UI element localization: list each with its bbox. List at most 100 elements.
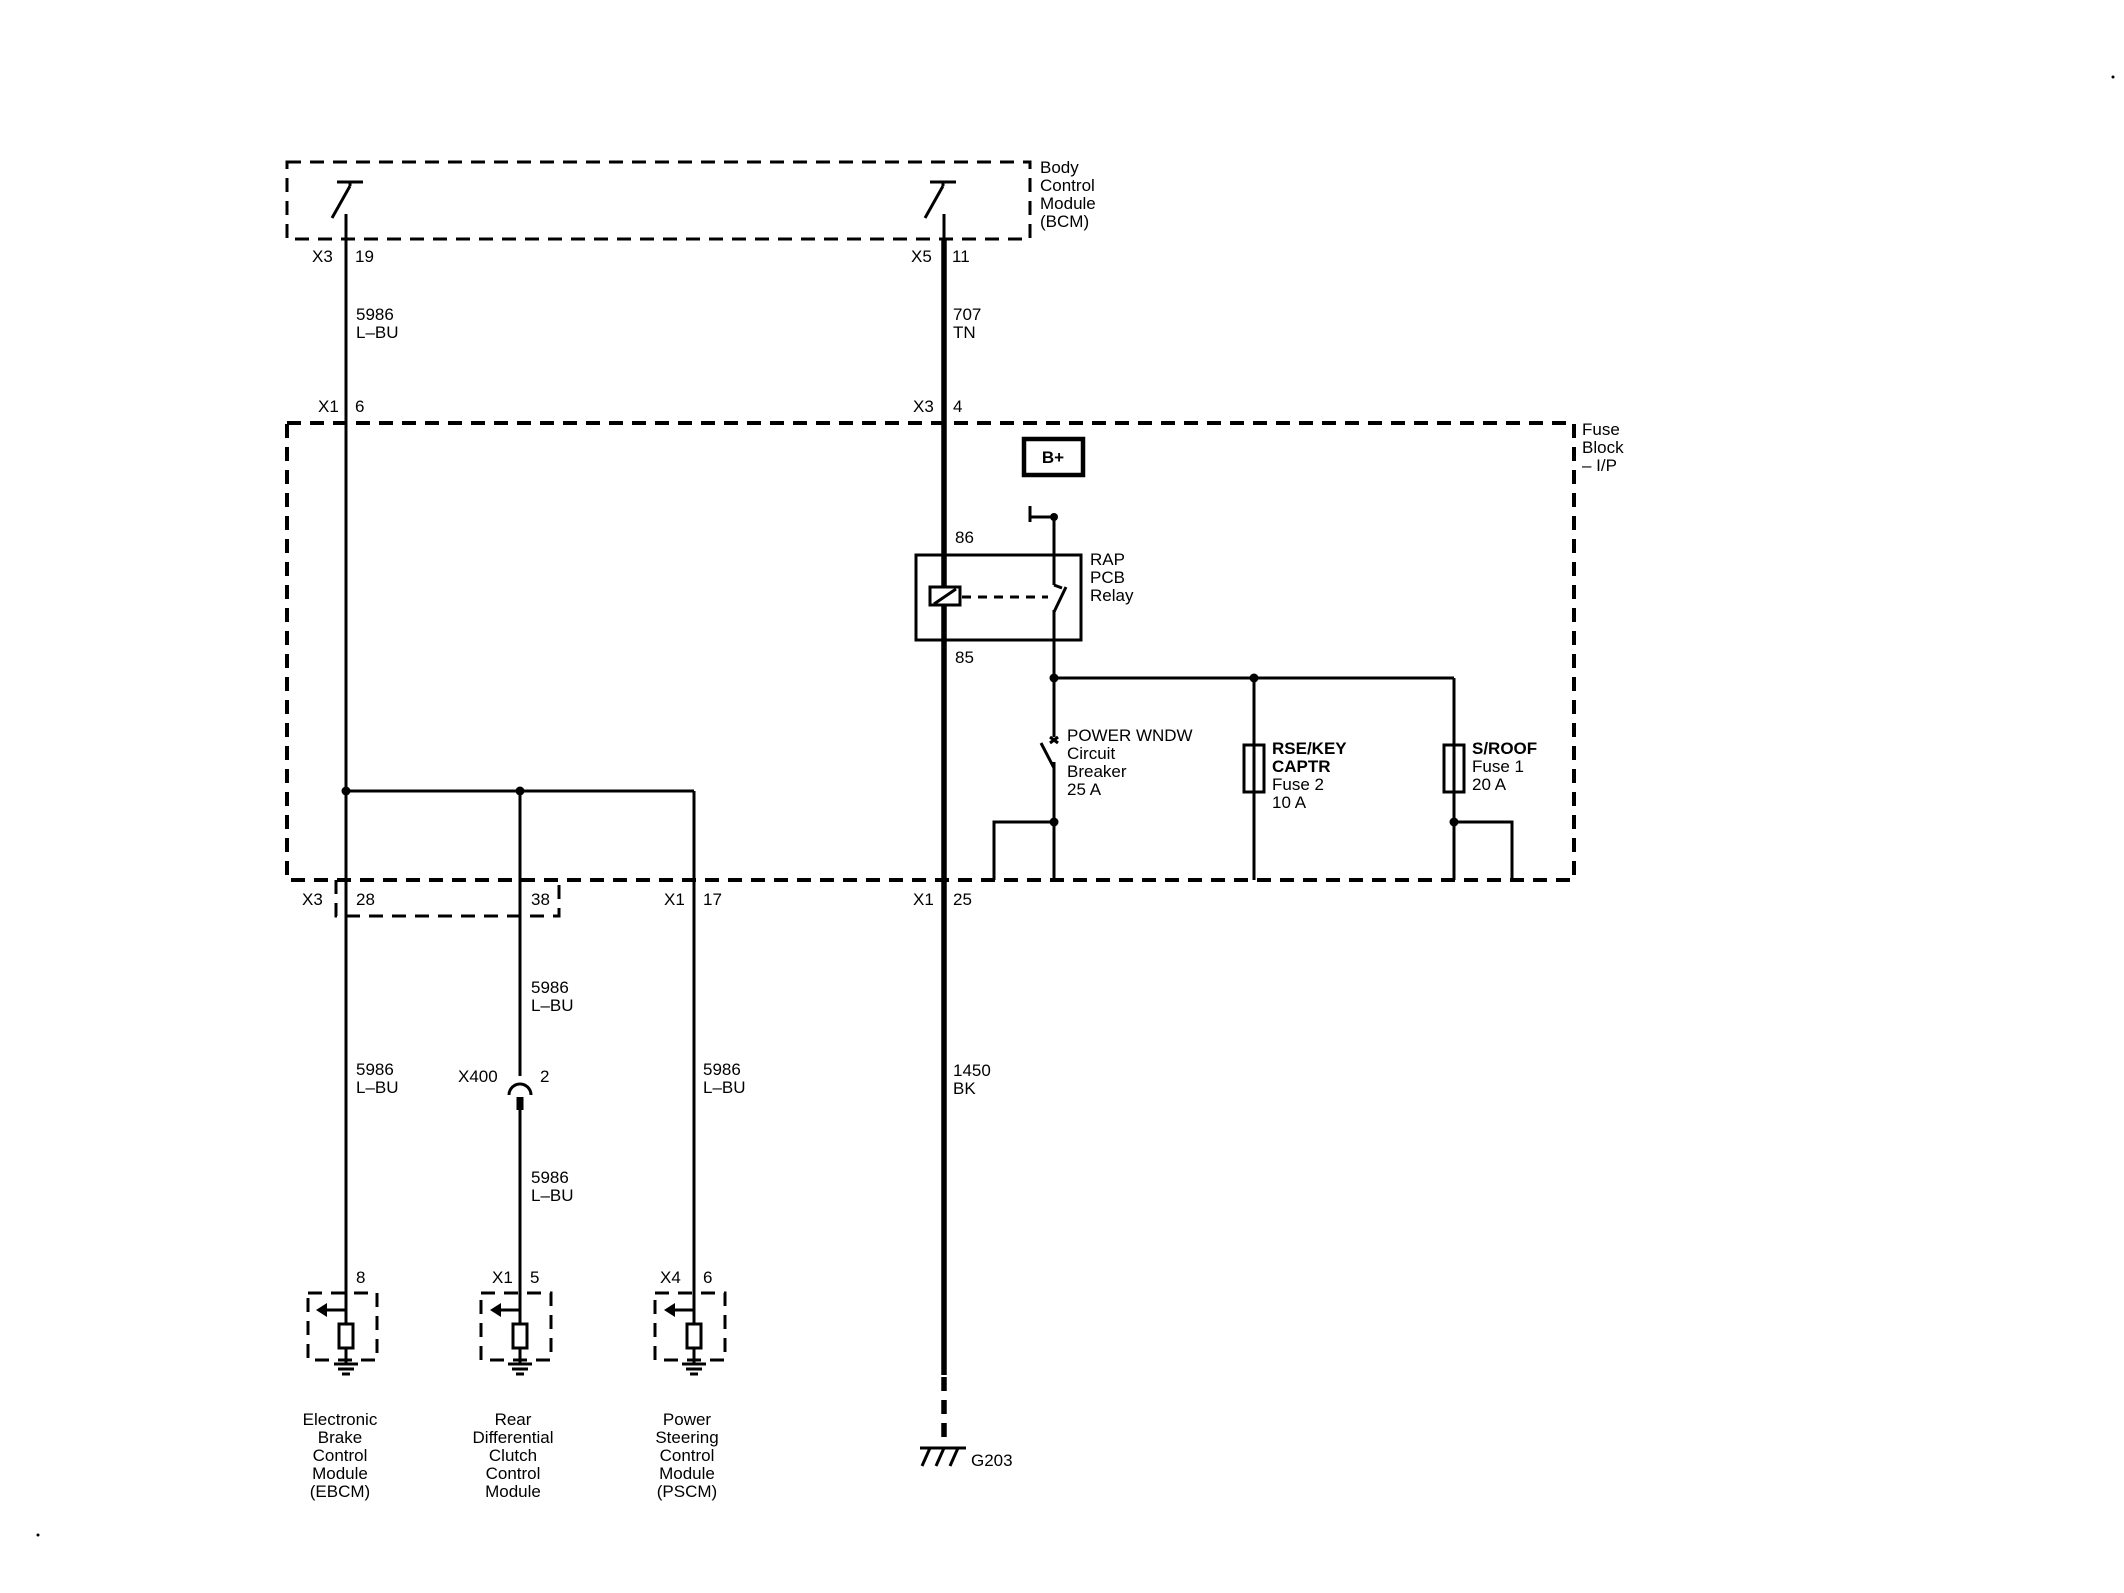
x3-connector-box [334,880,561,918]
splice-dot [341,786,351,796]
pin-label: 19 [355,247,374,266]
corner-mark [36,1533,40,1537]
svg-text:CAPTR: CAPTR [1272,757,1331,776]
bcm-label: Body Control Module (BCM) [1040,158,1096,231]
wire-label: BK [953,1079,976,1098]
pin-label: 38 [531,890,550,909]
svg-text:Module: Module [312,1464,368,1483]
svg-text:Fuse 2: Fuse 2 [1272,775,1324,794]
connector-label: X1 [664,890,685,909]
svg-text:Breaker: Breaker [1067,762,1127,781]
svg-text:Control: Control [1040,176,1095,195]
pin-label: 11 [952,247,970,266]
svg-text:Electronic: Electronic [303,1410,378,1429]
fuse-icon [1442,743,1466,794]
svg-text:10 A: 10 A [1272,793,1307,812]
svg-text:RSE/KEY: RSE/KEY [1272,739,1347,758]
svg-text:Clutch: Clutch [489,1446,537,1465]
ground-icon [920,1446,966,1467]
splice-dot [1050,513,1058,521]
breaker-jumper [992,820,1054,880]
svg-text:Steering: Steering [655,1428,718,1447]
relay-switch-icon [1052,583,1068,613]
svg-text:Rear: Rear [495,1410,532,1429]
svg-text:RAP: RAP [1090,550,1125,569]
module-input-icon [490,1288,532,1376]
pscm-module-box [653,1291,727,1362]
svg-text:(EBCM): (EBCM) [310,1482,370,1501]
module-input-icon [664,1288,706,1376]
svg-text:Differential: Differential [473,1428,554,1447]
relay-coil-icon [928,585,962,607]
svg-text:Control: Control [486,1464,541,1483]
wire-label: 1450 [953,1061,991,1080]
fuse-icon [1242,743,1266,794]
connector-label: X1 [318,397,339,416]
fuse-block-label: Fuse Block – I/P [1582,420,1624,475]
wire-label: 5986 [531,1168,569,1187]
wire-label: TN [953,323,976,342]
connector-label: X4 [660,1268,681,1287]
corner-mark [2111,75,2115,79]
wire-label: L–BU [356,1078,399,1097]
connector-label: X1 [913,890,934,909]
module-input-icon [316,1288,358,1376]
relay-label: RAP PCB Relay [1090,550,1134,605]
breaker-label: POWER WNDW Circuit Breaker 25 A [1067,726,1193,799]
inline-connector-icon [507,1082,533,1110]
connector-label: X3 [312,247,333,266]
pin-label: 17 [703,890,722,909]
svg-text:Circuit: Circuit [1067,744,1115,763]
fuse2-label: RSE/KEY CAPTR Fuse 2 10 A [1272,739,1347,812]
pin-label: 6 [355,397,364,416]
fuse1-label: S/ROOF Fuse 1 20 A [1472,739,1537,794]
pin-label: 5 [530,1268,539,1287]
bplus-label: B+ [1042,448,1064,467]
svg-text:Block: Block [1582,438,1624,457]
svg-text:– I/P: – I/P [1582,456,1617,475]
svg-text:Brake: Brake [318,1428,362,1447]
bcm-switch-icon [330,180,363,239]
wire-label: 5986 [531,978,569,997]
ebcm-module-label: Electronic Brake Control Module (EBCM) [303,1410,378,1501]
pin-label: 4 [953,397,962,416]
svg-text:Control: Control [660,1446,715,1465]
relay-box [914,553,1083,642]
rdccm-module-box [479,1291,553,1362]
connector-label: X5 [911,247,932,266]
relay-pin-label: 85 [955,648,974,667]
pscm-module-label: Power Steering Control Module (PSCM) [655,1410,718,1501]
wire-label: L–BU [356,323,399,342]
svg-text:Relay: Relay [1090,586,1134,605]
svg-text:Power: Power [663,1410,712,1429]
wire-label: 5986 [356,305,394,324]
svg-text:Control: Control [313,1446,368,1465]
svg-text:S/ROOF: S/ROOF [1472,739,1537,758]
bcm-box [285,160,1032,241]
svg-text:(BCM): (BCM) [1040,212,1089,231]
pin-label: 25 [953,890,972,909]
svg-text:Module: Module [659,1464,715,1483]
svg-text:20 A: 20 A [1472,775,1507,794]
wire-label: 707 [953,305,981,324]
connector-label: X400 [458,1067,498,1086]
splice-dot [515,786,525,796]
svg-text:Module: Module [1040,194,1096,213]
pin-label: 2 [540,1067,549,1086]
ground-label: G203 [971,1451,1013,1470]
bcm-switch-icon [923,180,956,239]
pin-label: 6 [703,1268,712,1287]
svg-text:(PSCM): (PSCM) [657,1482,717,1501]
pin-label: 8 [356,1268,365,1287]
wire-label: L–BU [531,996,574,1015]
wire-label: 5986 [356,1060,394,1079]
svg-text:Body: Body [1040,158,1079,177]
wire-label: 5986 [703,1060,741,1079]
rdccm-module-label: Rear Differential Clutch Control Module [473,1410,554,1501]
connector-label: X3 [913,397,934,416]
fuse-block-box [285,421,1576,882]
svg-text:25 A: 25 A [1067,780,1102,799]
wire-label: L–BU [531,1186,574,1205]
connector-label: X1 [492,1268,513,1287]
